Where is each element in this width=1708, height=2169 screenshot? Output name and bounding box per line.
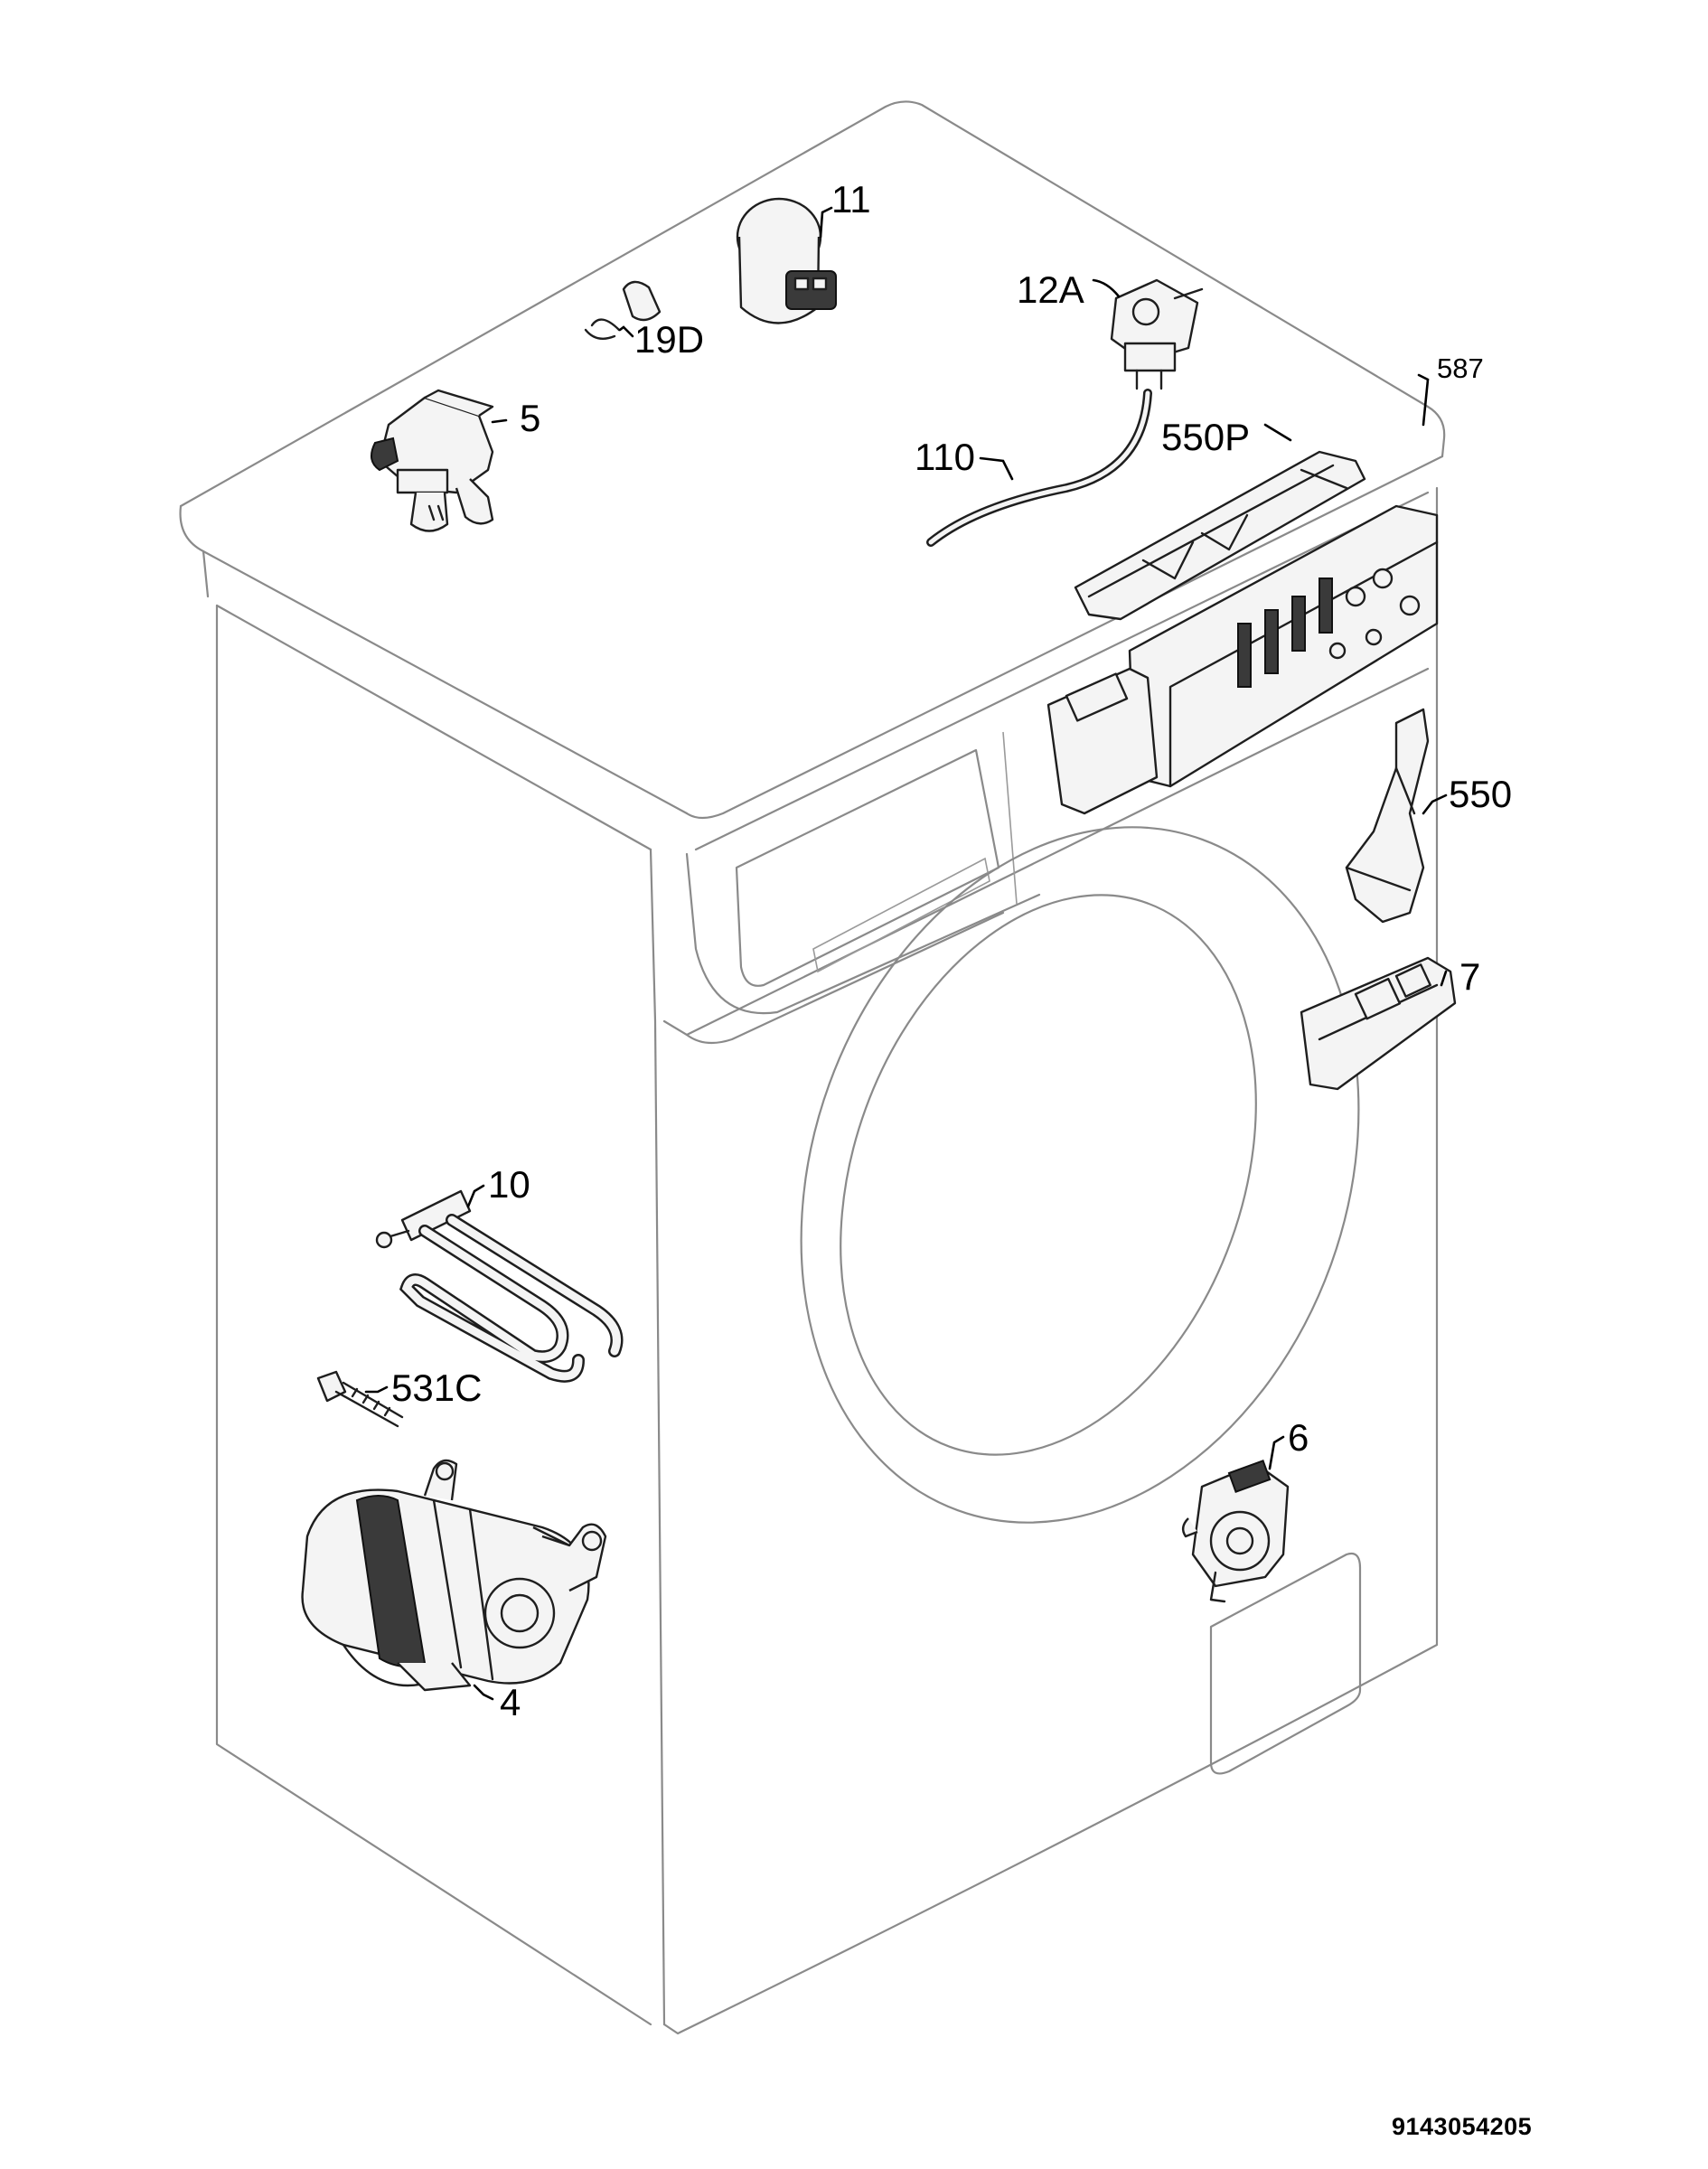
part-7-door-interlock [1300, 956, 1457, 1091]
part-550p-bracket [1074, 450, 1366, 621]
label-587: 587 [1437, 352, 1484, 384]
part-12a-pressure-switch [1110, 278, 1204, 390]
label-6: 6 [1288, 1416, 1309, 1459]
label-7: 7 [1459, 955, 1480, 998]
part-5-inlet-valve [371, 389, 494, 532]
label-5: 5 [520, 397, 540, 439]
callout-labels: 11 12A 19D 5 110 550P 587 550 7 10 531C … [391, 178, 1512, 1723]
label-19d: 19D [634, 318, 704, 361]
part-6-drain-pump [1181, 1460, 1290, 1603]
part-531c-screw [316, 1370, 404, 1428]
label-531c: 531C [391, 1366, 482, 1409]
leader-lines [364, 206, 1448, 1701]
label-550: 550 [1449, 773, 1512, 815]
service-hatch [1209, 1552, 1362, 1775]
part-10-heating-element [375, 1189, 624, 1383]
label-10: 10 [488, 1163, 530, 1206]
board-components [1237, 568, 1421, 688]
label-12a: 12A [1017, 268, 1084, 311]
door-porthole [800, 826, 1360, 1524]
part-19d-clip [584, 280, 662, 340]
label-4: 4 [500, 1681, 521, 1723]
label-11: 11 [831, 178, 871, 221]
part-11-filter [736, 197, 837, 324]
label-110: 110 [915, 436, 975, 478]
document-number: 9143054205 [1392, 2113, 1533, 2140]
part-587-electronic-board [1046, 504, 1439, 815]
part-550-door-handle [1345, 708, 1430, 924]
cabinet-outline [179, 100, 1446, 2035]
part-4-motor [301, 1459, 607, 1692]
label-550p: 550P [1161, 416, 1250, 458]
